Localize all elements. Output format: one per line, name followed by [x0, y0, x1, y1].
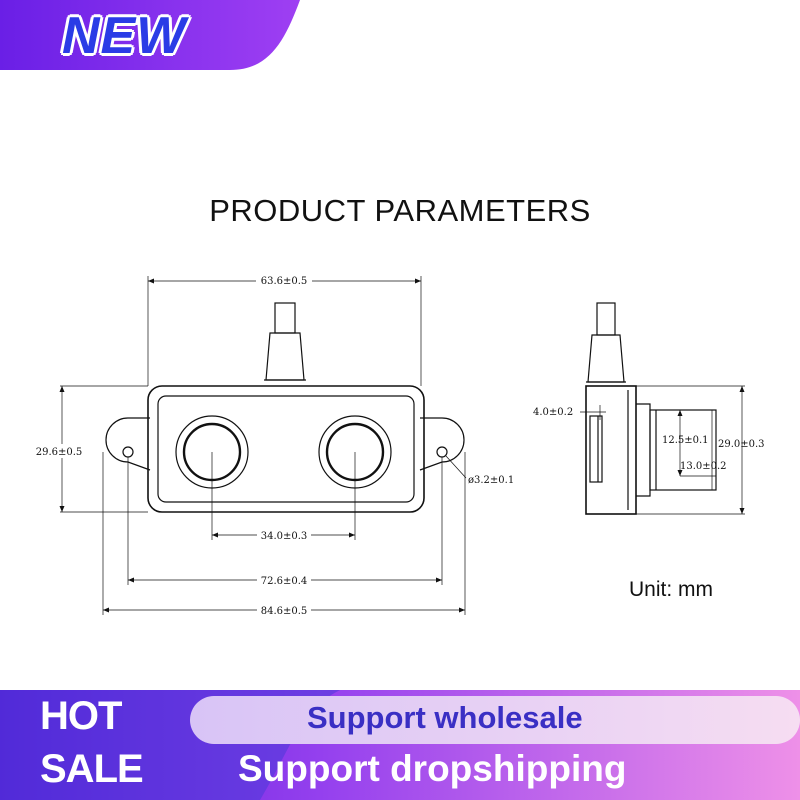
- sensor-body-inner: [157, 395, 415, 503]
- unit-label: Unit: mm: [629, 578, 713, 601]
- right-mount-hole: [436, 446, 448, 458]
- page-title: PRODUCT PARAMETERS: [209, 193, 591, 228]
- sale-badge: SALE: [40, 747, 144, 791]
- support-dropshipping-text: Support dropshipping: [238, 748, 627, 789]
- left-mount-hole: [122, 446, 134, 458]
- new-badge: NEW: [62, 7, 187, 65]
- dim-overall: 84.6±0.5: [261, 606, 308, 617]
- side-mount-slot: [589, 415, 603, 483]
- connector-pin: [274, 302, 296, 334]
- dim-side-lower: 13.0±0.2: [680, 461, 727, 472]
- technical-drawing: 63.6±0.5 29.6±0.5 ø3.2±0.1 34.0±0.3 72.6…: [35, 276, 765, 617]
- dim-spacing: 34.0±0.3: [261, 531, 308, 542]
- new-banner: [0, 0, 800, 70]
- dim-top-width: 63.6±0.5: [261, 276, 308, 287]
- dim-height-left: 29.6±0.5: [36, 447, 83, 458]
- dim-holes-span: 72.6±0.4: [261, 576, 308, 587]
- side-connector-body: [587, 334, 625, 383]
- dim-side-inner: 12.5±0.1: [662, 435, 709, 446]
- side-transducer: [649, 409, 717, 491]
- side-connector-pin: [596, 302, 616, 336]
- support-wholesale-text: Support wholesale: [307, 700, 583, 735]
- footer-banner: [0, 690, 800, 800]
- right-mount-ear: [419, 417, 465, 471]
- hot-badge: HOT: [40, 694, 122, 738]
- dim-side-depth: 4.0±0.2: [533, 407, 573, 418]
- side-face-flange: [636, 403, 651, 497]
- dim-side-height: 29.0±0.3: [718, 439, 765, 450]
- side-body: [585, 385, 637, 515]
- dim-hole: ø3.2±0.1: [468, 475, 514, 486]
- left-mount-ear: [105, 417, 151, 471]
- connector-body: [265, 332, 305, 381]
- sensor-body-outer: [147, 385, 425, 513]
